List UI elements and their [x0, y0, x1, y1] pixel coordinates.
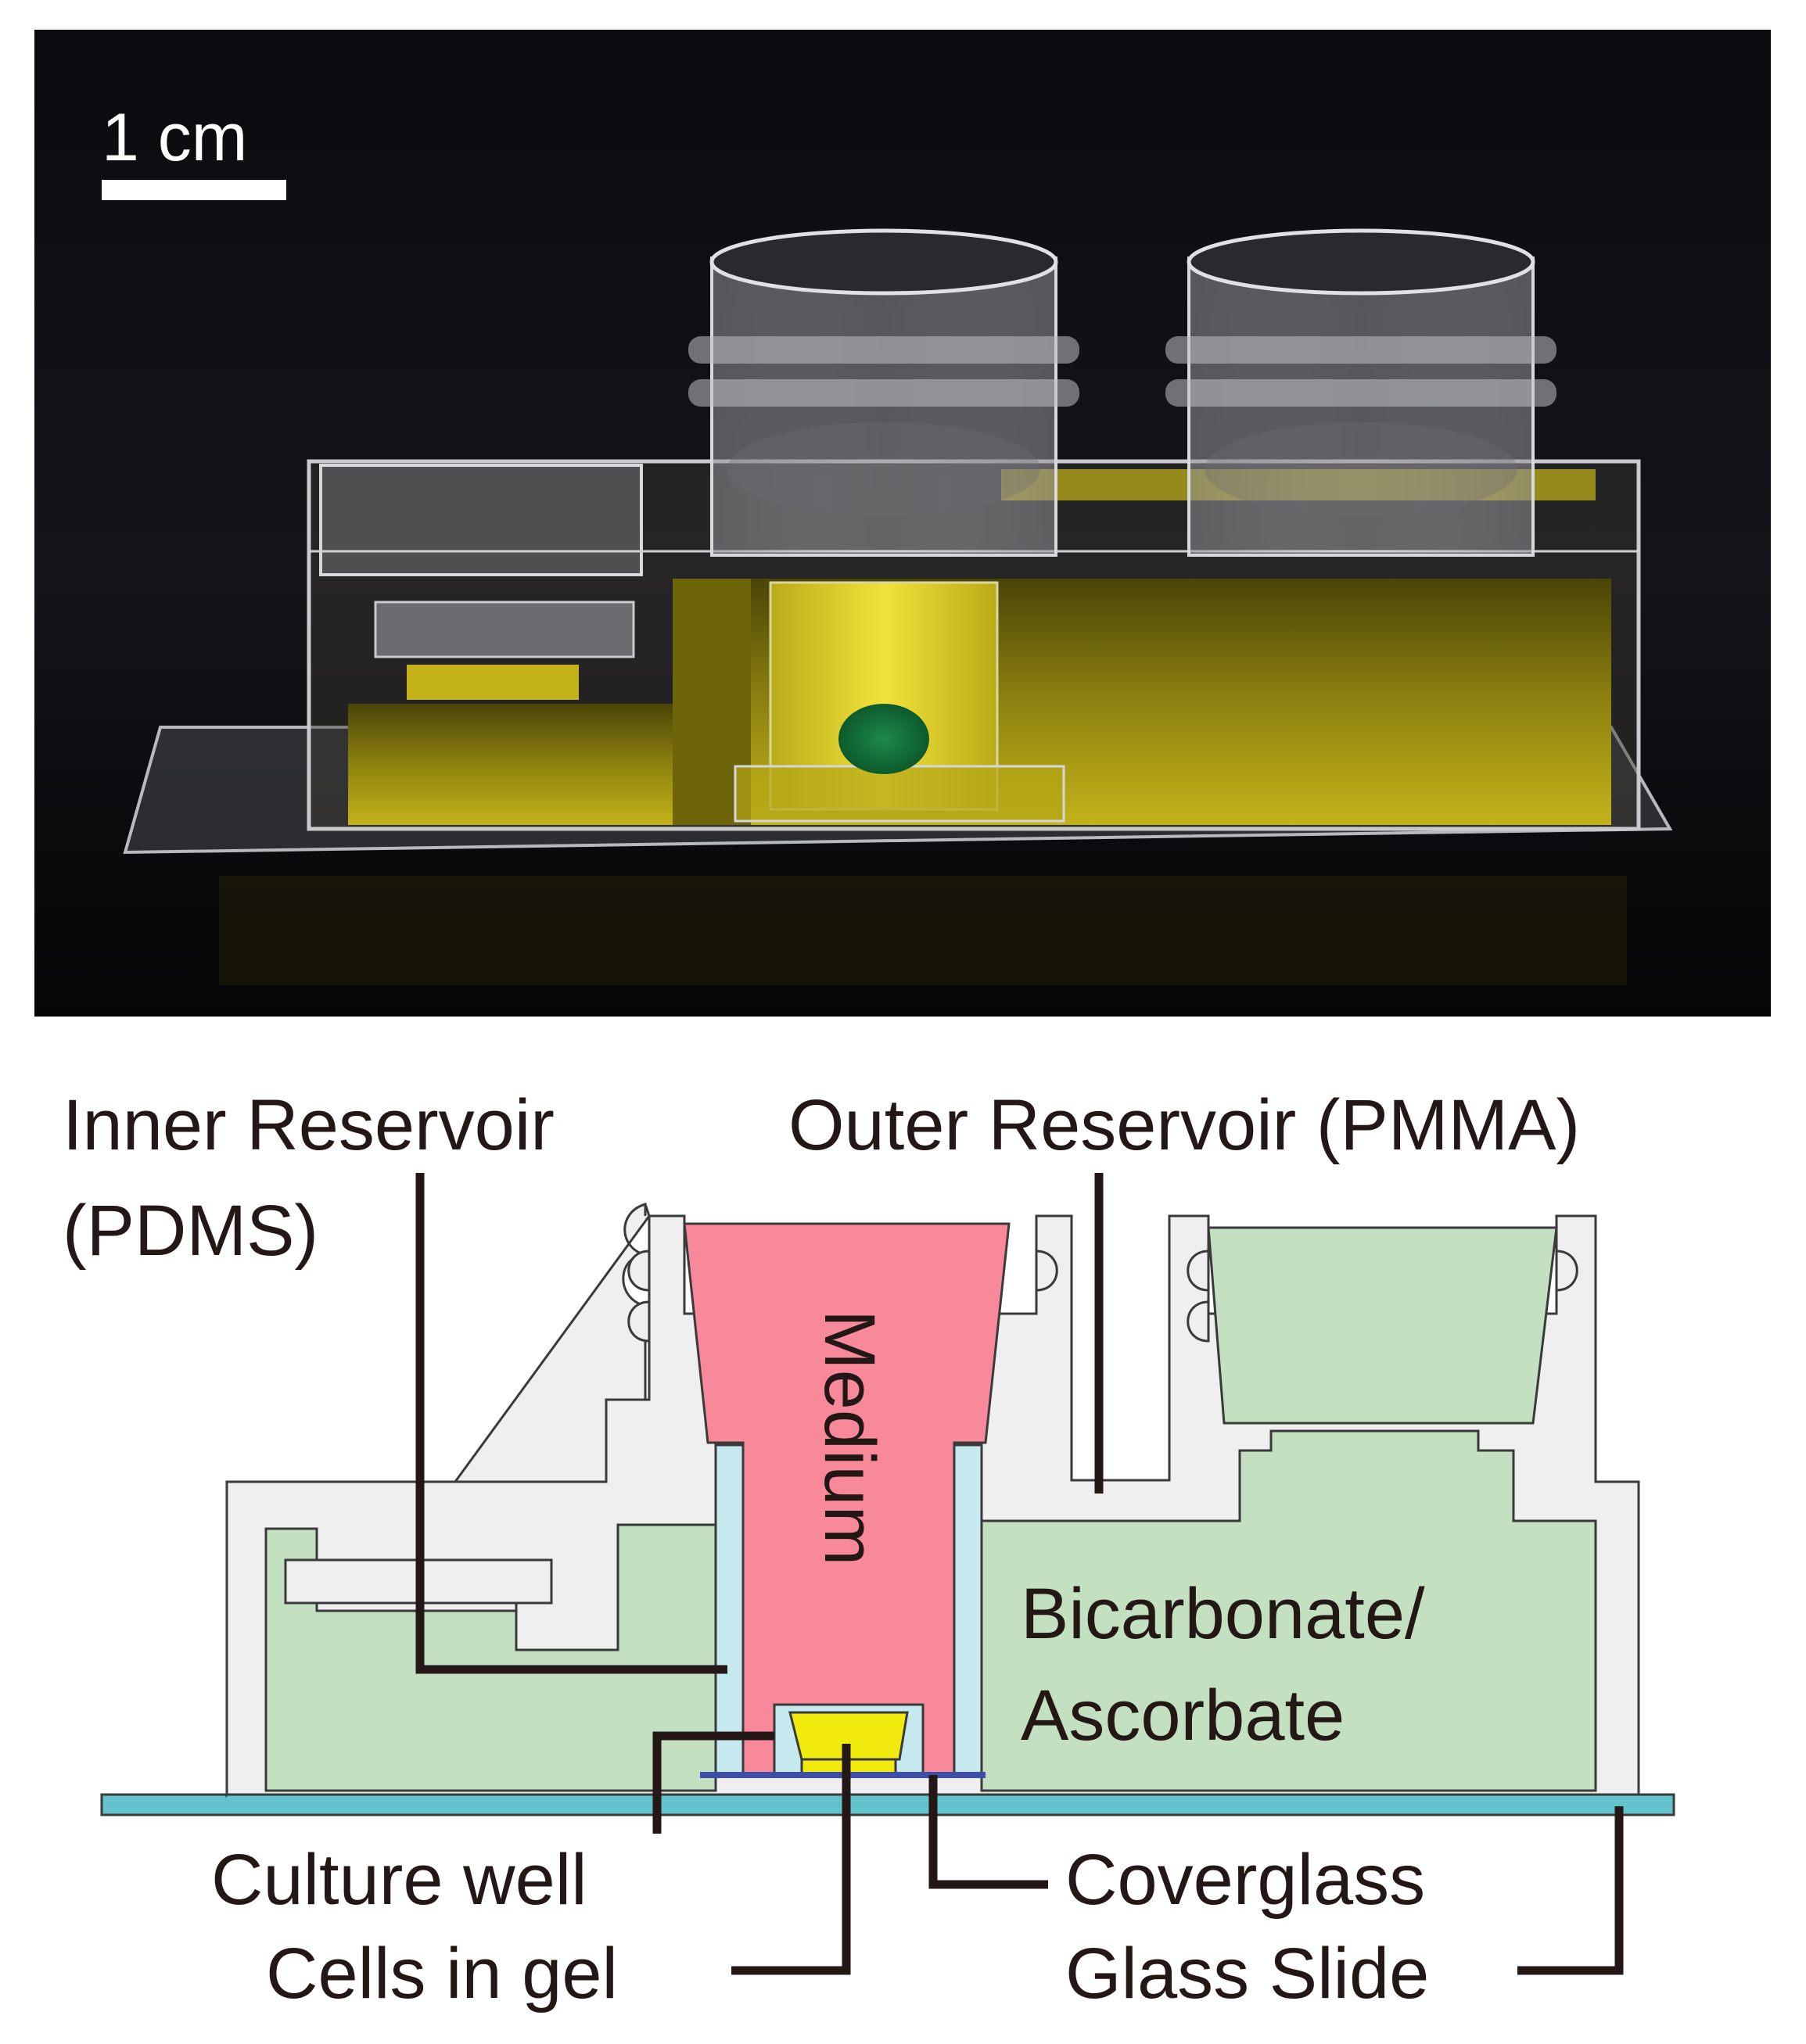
bicarbonate-fluid-right [980, 1429, 1597, 1792]
label-inner-reservoir-line1: Inner Reservoir [63, 1085, 555, 1165]
inner-tube-base [734, 765, 1065, 823]
label-culture-well: Culture well [211, 1840, 587, 1920]
leader-cells-in-gel [731, 1744, 851, 1975]
photo-panel: 1 cm [34, 30, 1771, 1017]
glass-slide [100, 1793, 1675, 1816]
cells-in-gel [788, 1711, 909, 1761]
label-inner-reservoir-line2: (PDMS) [63, 1191, 318, 1271]
left-screw-cap [688, 228, 1079, 557]
scale-bar [102, 180, 286, 200]
device-reflection [219, 876, 1627, 985]
leader-inner-reservoir [415, 1173, 727, 1674]
schematic-panel: Inner Reservoir (PDMS) Outer Reservoir (… [63, 1085, 1675, 2014]
leader-culture-well [652, 1731, 774, 1834]
left-well-stem [407, 665, 579, 700]
cell-spheroid [838, 704, 929, 774]
pdms-right-wall [953, 1443, 983, 1775]
left-cap-threads [627, 1250, 1058, 1343]
label-cells-in-gel: Cells in gel [266, 1934, 618, 2014]
right-cap-fluid [1207, 1226, 1558, 1425]
pdms-left-wall [714, 1443, 745, 1775]
left-well [319, 464, 643, 576]
label-glass-slide: Glass Slide [1065, 1934, 1429, 2014]
left-well-lid [374, 601, 635, 658]
label-bicarbonate-line2: Ascorbate [1021, 1676, 1345, 1755]
label-bicarbonate-line1: Bicarbonate/ [1021, 1574, 1425, 1654]
leader-coverglass [928, 1775, 1048, 1889]
leader-glass-slide [1517, 1806, 1624, 1975]
scale-bar-label: 1 cm [102, 100, 247, 175]
right-screw-cap [1165, 228, 1556, 557]
label-coverglass: Coverglass [1065, 1840, 1425, 1920]
right-cap-threads [1187, 1250, 1578, 1343]
label-outer-reservoir: Outer Reservoir (PMMA) [788, 1085, 1580, 1165]
label-medium: Medium [810, 1310, 889, 1565]
